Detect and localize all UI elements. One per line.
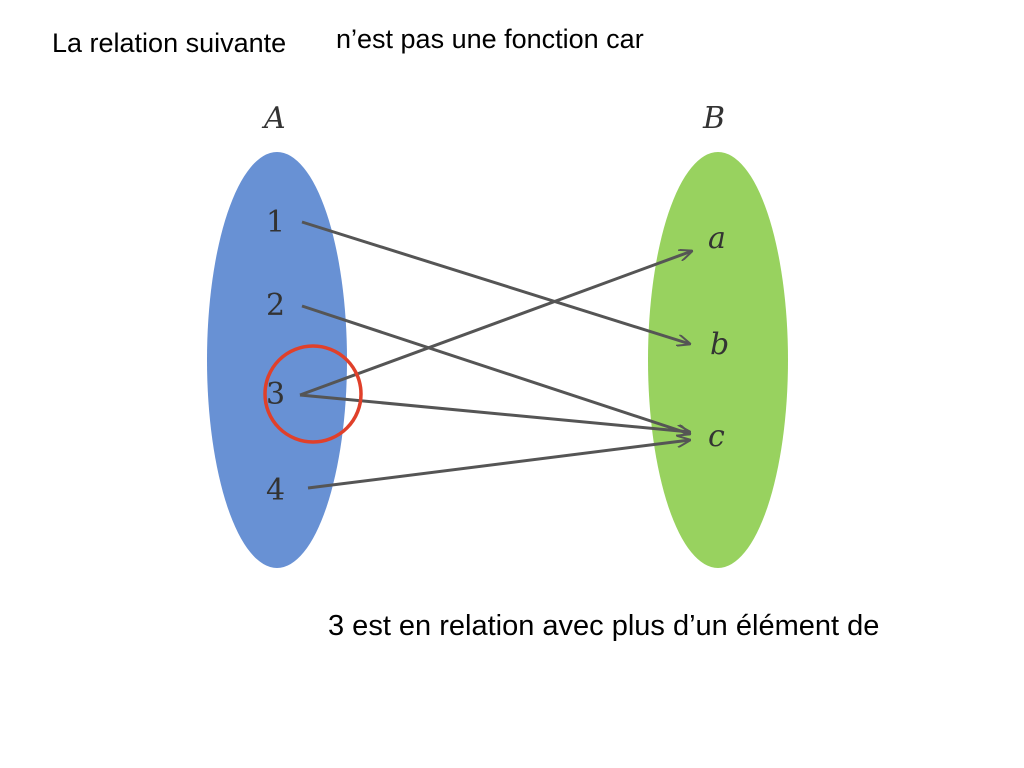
set-a-element-4: 4 (266, 473, 285, 508)
arrow-1-to-b (301, 220, 690, 344)
arrow-2-to-c (301, 304, 690, 434)
title-part-1: La relation suivante (52, 28, 287, 58)
set-a-element-3: 3 (266, 377, 285, 412)
set-a-element-1: 1 (266, 205, 285, 240)
arrow-4-to-c (307, 440, 690, 490)
title-part-2: n’est pas une fonction car (336, 24, 644, 54)
set-b-label: B (702, 101, 725, 136)
set-b-element-a: a (708, 221, 726, 256)
set-b-element-b: b (710, 327, 729, 362)
caption: 3 est en relation avec plus d’un élément… (328, 610, 880, 642)
set-a-label: A (261, 101, 286, 136)
highlight-circle (263, 344, 363, 444)
arrow-3-to-c (299, 393, 690, 432)
arrow-3-to-a (299, 251, 692, 397)
set-a-element-2: 2 (266, 288, 285, 323)
set-b-element-c: c (708, 419, 725, 454)
